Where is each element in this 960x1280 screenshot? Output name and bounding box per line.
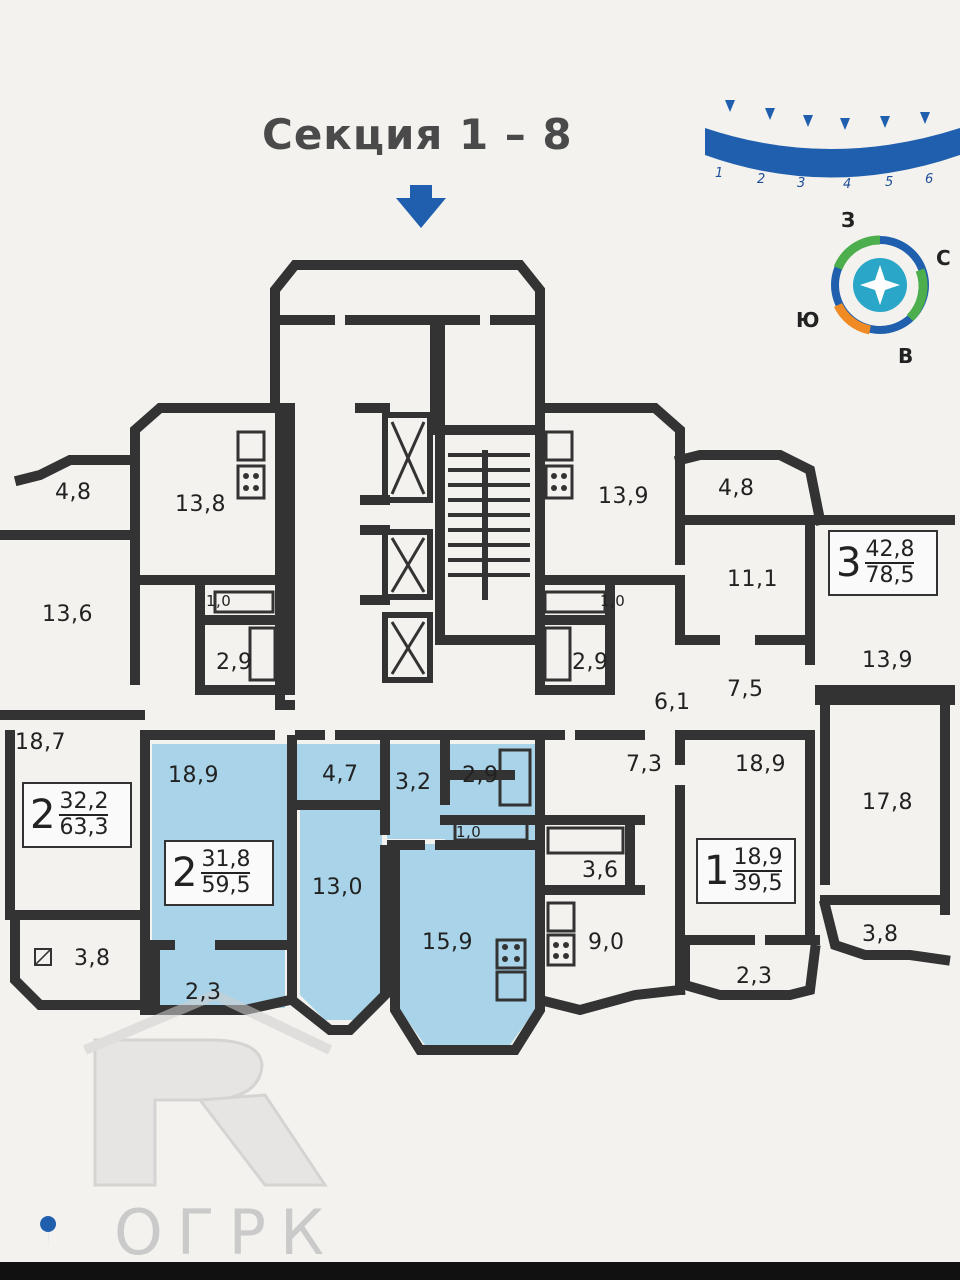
page-title: Секция 1 – 8 — [262, 110, 573, 159]
room-area: 9,0 — [588, 930, 625, 955]
compass-east-label: С — [936, 246, 951, 270]
room-area: 4,7 — [322, 762, 359, 787]
section-map-icon[interactable] — [705, 100, 960, 178]
section-number: 1 — [715, 166, 724, 181]
room-area: 13,0 — [312, 875, 363, 900]
room-area: 17,8 — [862, 790, 913, 815]
apartment-living-area: 18,9 — [733, 845, 783, 872]
room-area: 4,8 — [718, 476, 755, 501]
apartment-badge[interactable]: 3 42,8 78,5 — [828, 530, 938, 596]
room-area: 6,1 — [654, 690, 691, 715]
room-area: 13,9 — [862, 648, 913, 673]
window-square-icon — [34, 948, 52, 966]
apartment-living-area: 32,2 — [59, 789, 109, 816]
room-area: 13,8 — [175, 492, 226, 517]
section-number: 2 — [757, 172, 766, 187]
apartment-total-area: 78,5 — [865, 563, 915, 588]
entrance-arrow-icon — [396, 185, 446, 228]
compass-west-label: Ю — [796, 308, 820, 332]
room-area: 1,0 — [456, 823, 482, 841]
room-area: 3,8 — [862, 922, 899, 947]
apartment-badge[interactable]: 2 32,2 63,3 — [22, 782, 132, 848]
room-area: 3,6 — [582, 858, 619, 883]
stairs — [448, 450, 530, 600]
room-area: 13,6 — [42, 602, 93, 627]
room-area: 18,7 — [15, 730, 66, 755]
section-number: 4 — [843, 177, 852, 192]
room-area: 11,1 — [727, 567, 778, 592]
room-area: 2,3 — [736, 964, 773, 989]
room-area: 7,5 — [727, 677, 764, 702]
apartment-living-area: 31,8 — [201, 847, 251, 874]
room-area: 2,9 — [572, 650, 609, 675]
apartment-badge[interactable]: 2 31,8 59,5 — [164, 840, 274, 906]
highlighted-apartment[interactable] — [152, 744, 535, 1045]
company-logo — [83, 989, 333, 1187]
fixtures — [213, 430, 625, 1002]
compass-south-label: В — [898, 344, 914, 368]
apartment-living-area: 42,8 — [865, 537, 915, 564]
apartment-rooms: 3 — [836, 540, 862, 586]
room-area: 2,9 — [462, 763, 499, 788]
room-area: 13,9 — [598, 484, 649, 509]
walls — [0, 260, 955, 1055]
apartment-rooms: 2 — [172, 850, 198, 896]
apartment-total-area: 63,3 — [59, 815, 109, 840]
stove-dots — [243, 473, 569, 962]
location-pin-icon — [40, 1216, 57, 1248]
room-area: 18,9 — [735, 752, 786, 777]
apartment-rooms: 2 — [30, 792, 56, 838]
room-area: 3,2 — [395, 770, 432, 795]
apartment-total-area: 59,5 — [201, 873, 251, 898]
room-area: 4,8 — [55, 480, 92, 505]
compass-icon — [831, 235, 929, 335]
room-area: 2,9 — [216, 650, 253, 675]
room-area: 15,9 — [422, 930, 473, 955]
apartment-badge[interactable]: 1 18,9 39,5 — [696, 838, 796, 904]
lift-crosses — [390, 421, 426, 675]
section-number: 6 — [925, 172, 934, 187]
apartment-rooms: 1 — [704, 848, 730, 894]
logo-text: ОГРК — [114, 1196, 339, 1269]
room-area: 2,3 — [185, 980, 222, 1005]
section-number: 3 — [797, 176, 806, 191]
room-area: 7,3 — [626, 752, 663, 777]
room-area: 18,9 — [168, 763, 219, 788]
compass-north-label: З — [841, 208, 856, 232]
section-number: 5 — [885, 175, 894, 190]
apartment-total-area: 39,5 — [733, 871, 783, 896]
room-area: 1,0 — [600, 592, 626, 610]
room-area: 3,8 — [74, 946, 111, 971]
room-area: 1,0 — [206, 592, 232, 610]
